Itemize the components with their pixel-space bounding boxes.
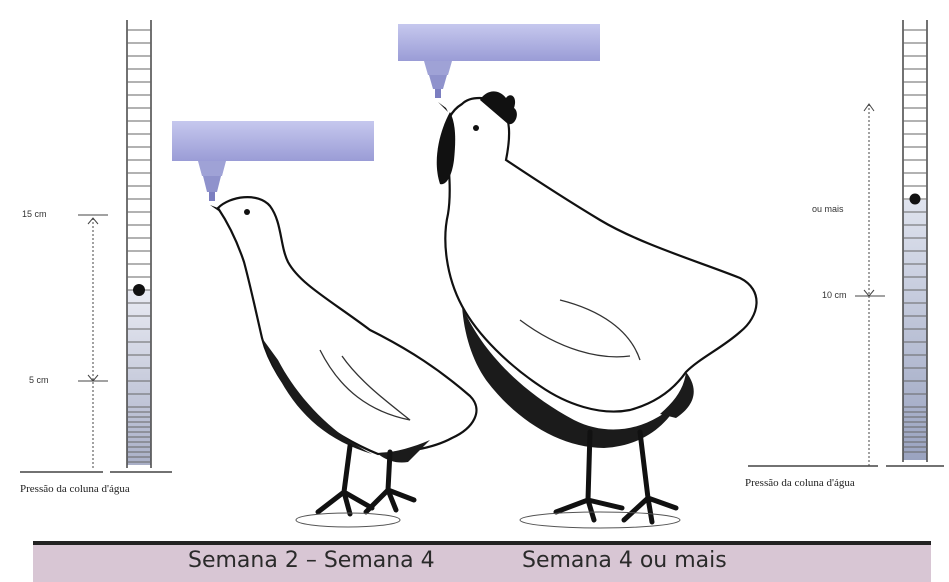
- stage-footer-bar: [33, 541, 931, 582]
- stage-label-weeks-2-to-4: Semana 2 – Semana 4: [188, 548, 435, 573]
- right-gauge-dimension: [748, 104, 885, 466]
- right-water-gauge: [886, 20, 944, 466]
- left-gauge-top-mark-label: 15 cm: [22, 209, 47, 219]
- right-gauge-caption: Pressão da coluna d'água: [745, 477, 855, 489]
- adult-chicken: [437, 91, 757, 528]
- left-water-gauge: [110, 20, 172, 472]
- left-gauge-caption: Pressão da coluna d'água: [20, 483, 130, 495]
- right-gauge-float-ball: [910, 194, 921, 205]
- young-chicken: [210, 197, 476, 527]
- right-water-pipe: [398, 24, 600, 98]
- left-water-pipe: [172, 121, 374, 201]
- right-gauge-bottom-mark-label: 10 cm: [822, 290, 847, 300]
- right-gauge-top-mark-label: ou mais: [812, 204, 844, 214]
- left-gauge-bottom-mark-label: 5 cm: [29, 375, 49, 385]
- stage-label-week-4-plus: Semana 4 ou mais: [522, 548, 727, 573]
- left-gauge-float-ball: [133, 284, 145, 296]
- left-gauge-dimension: [20, 215, 108, 472]
